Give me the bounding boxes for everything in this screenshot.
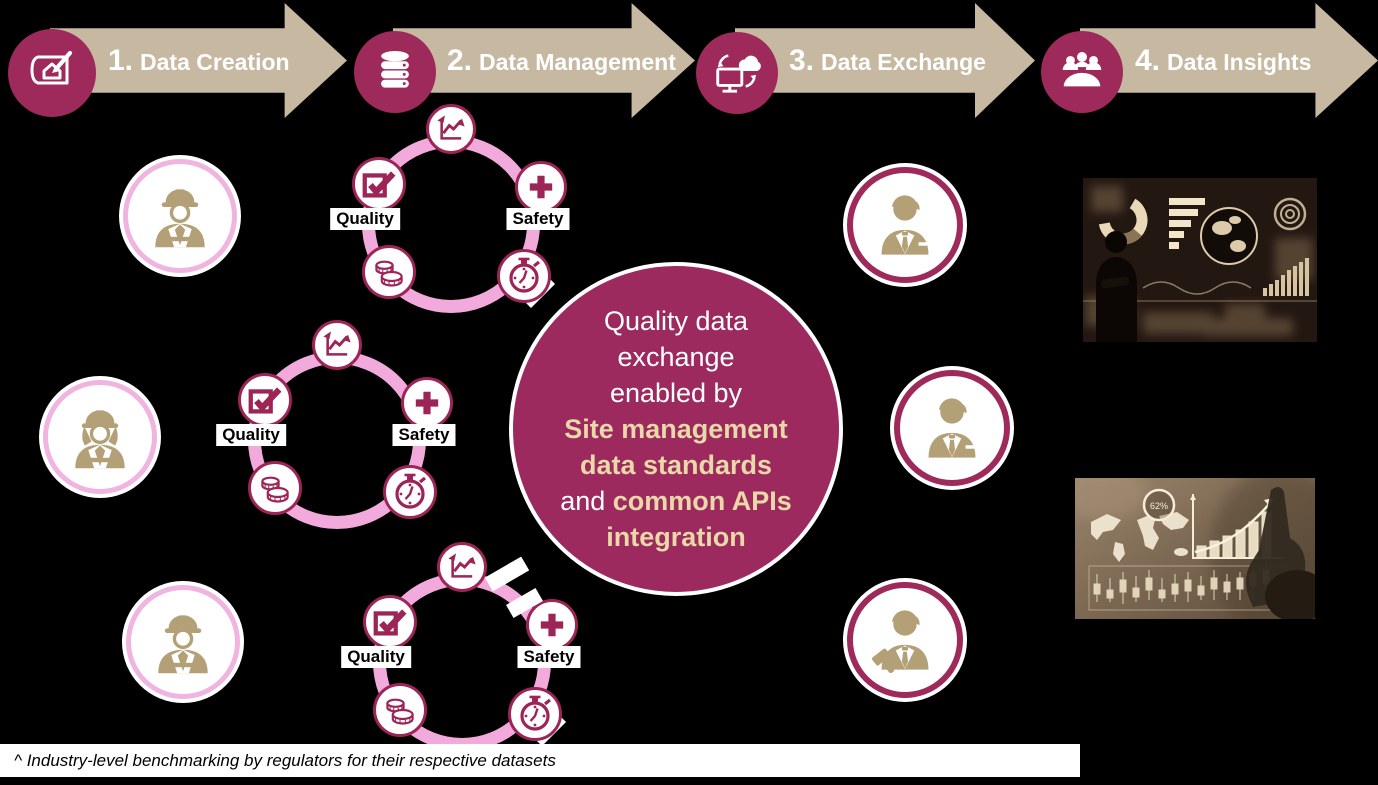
center-text-line: integration bbox=[606, 522, 746, 552]
meeting-people-icon bbox=[1056, 44, 1108, 101]
male-construction-worker-icon bbox=[123, 159, 237, 273]
trend-chart-icon bbox=[426, 104, 476, 154]
gauge: 62% bbox=[1142, 488, 1176, 522]
analytics-dashboard-photo bbox=[1083, 178, 1317, 342]
step-4-label: 4.Data Insights bbox=[1135, 44, 1311, 78]
checkbox-icon bbox=[238, 373, 292, 427]
quality-safety-cycle: Quality Safety bbox=[332, 542, 592, 782]
safety-label: Safety bbox=[392, 424, 456, 446]
footnote-text: ^ Industry-level benchmarking by regulat… bbox=[14, 750, 556, 770]
step-title: Data Insights bbox=[1167, 49, 1312, 75]
central-message-circle: Quality data exchange enabled by Site ma… bbox=[509, 262, 843, 596]
male-construction-worker-icon bbox=[126, 585, 240, 699]
stopwatch-icon bbox=[383, 465, 437, 519]
checkbox-icon bbox=[363, 595, 417, 649]
step-3-label: 3.Data Exchange bbox=[789, 44, 986, 78]
coins-icon bbox=[248, 461, 302, 515]
quality-label: Quality bbox=[341, 646, 411, 668]
coins-icon bbox=[362, 245, 416, 299]
regulator-gavel-icon bbox=[847, 582, 963, 698]
center-text-line: data standards bbox=[579, 450, 773, 480]
center-text-highlight: common APIs bbox=[612, 486, 792, 516]
center-text-line: and common APIs bbox=[560, 483, 792, 519]
step-number: 1. bbox=[108, 44, 134, 77]
businessman-icon bbox=[894, 370, 1010, 486]
stopwatch-icon bbox=[497, 249, 551, 303]
person-silhouette bbox=[1096, 231, 1137, 342]
step-4-circle bbox=[1041, 31, 1123, 113]
step-number: 2. bbox=[447, 44, 473, 77]
medical-plus-icon bbox=[526, 599, 578, 651]
trend-chart-icon bbox=[312, 320, 362, 370]
step-number: 3. bbox=[789, 44, 815, 77]
safety-label: Safety bbox=[517, 646, 581, 668]
step-number: 4. bbox=[1135, 44, 1161, 77]
checkbox-icon bbox=[352, 157, 406, 211]
growth-charts-photo: 62% bbox=[1058, 464, 1350, 638]
step-title: Data Management bbox=[479, 49, 676, 75]
center-text-line: enabled by bbox=[609, 378, 743, 408]
safety-label: Safety bbox=[506, 208, 570, 230]
quality-label: Quality bbox=[330, 208, 400, 230]
center-text-line: Quality data bbox=[603, 306, 749, 336]
gavel-icon bbox=[871, 648, 895, 674]
quality-safety-cycle: Quality Safety bbox=[321, 104, 581, 344]
hand-silhouette bbox=[1245, 486, 1329, 622]
medical-plus-icon bbox=[515, 161, 567, 213]
blueprint-house-icon bbox=[25, 44, 79, 103]
quality-safety-cycle: Quality Safety bbox=[207, 320, 467, 560]
step-2-circle bbox=[354, 31, 436, 113]
trend-chart-icon bbox=[437, 542, 487, 592]
world-map bbox=[1091, 512, 1189, 562]
quality-label: Quality bbox=[216, 424, 286, 446]
center-text-plain: and bbox=[560, 486, 613, 516]
step-1-circle bbox=[8, 29, 96, 117]
step-2-label: 2.Data Management bbox=[447, 44, 676, 78]
stopwatch-icon bbox=[508, 687, 562, 741]
svg-text:62%: 62% bbox=[1150, 501, 1168, 511]
database-icon bbox=[370, 45, 420, 100]
step-1-label: 1.Data Creation bbox=[108, 44, 290, 78]
center-text-line: exchange bbox=[617, 342, 735, 372]
coins-icon bbox=[373, 683, 427, 737]
female-construction-worker-icon bbox=[43, 380, 157, 494]
step-title: Data Exchange bbox=[821, 49, 986, 75]
cloud-sync-icon bbox=[711, 45, 763, 102]
center-text-line: Site management bbox=[564, 414, 788, 444]
footnote-bar: ^ Industry-level benchmarking by regulat… bbox=[0, 744, 1080, 777]
medical-plus-icon bbox=[401, 377, 453, 429]
step-title: Data Creation bbox=[140, 49, 290, 75]
step-3-circle bbox=[696, 32, 778, 114]
businessman-icon bbox=[847, 167, 963, 283]
